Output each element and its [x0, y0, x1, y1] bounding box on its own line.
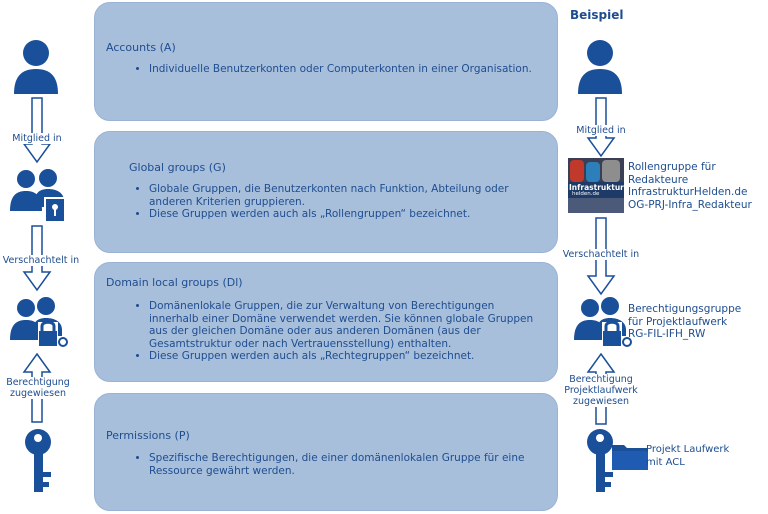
logo-text: helden.de: [572, 191, 600, 197]
panel-domain-local-groups: Domain local groups (Dl) Domänenlokale G…: [94, 262, 558, 382]
bullet-item: Domänenlokale Gruppen, die zur Verwaltun…: [149, 300, 543, 350]
label-permission: Berechtigung zugewiesen: [2, 377, 74, 399]
bullet-item: Spezifische Berechtigungen, die einer do…: [149, 452, 543, 477]
group-padlock-icon: [10, 297, 68, 347]
label-line: zugewiesen: [573, 396, 629, 407]
label-nested: Verschachtelt in: [0, 255, 82, 266]
bullet-list: Globale Gruppen, die Benutzerkonten nach…: [135, 183, 543, 221]
group-padlock-icon: [574, 297, 632, 347]
example-line: OG-PRJ-Infra_Redakteur: [628, 198, 752, 211]
bullet-item: Diese Gruppen werden auch als „Rollengru…: [149, 208, 543, 221]
label-nested: Verschachtelt in: [560, 249, 642, 260]
label-line: Berechtigung: [569, 374, 633, 385]
example-line: Projekt Laufwerk: [646, 444, 730, 455]
key-icon: [587, 429, 613, 492]
infrastrukturhelden-logo: Infrastruktur helden.de: [568, 158, 624, 213]
label-line: Berechtigung: [6, 377, 70, 388]
label-member: Mitglied in: [570, 125, 632, 136]
panel-title: Permissions (P): [106, 429, 190, 442]
panel-global-groups: Global groups (G) Globale Gruppen, die B…: [94, 131, 558, 253]
panel-title: Global groups (G): [129, 161, 226, 174]
example-line: für Projektlaufwerk: [628, 315, 728, 328]
bullet-list: Individuelle Benutzerkonten oder Compute…: [135, 63, 543, 76]
example-line: InfrastrukturHelden.de: [628, 186, 748, 198]
folder-icon: [612, 445, 648, 470]
bullet-item: Diese Gruppen werden auch als „Rechtegru…: [149, 350, 543, 363]
bullet-list: Domänenlokale Gruppen, die zur Verwaltun…: [135, 300, 543, 363]
example-line: Redakteure: [628, 173, 689, 186]
user-icon: [578, 40, 622, 94]
drive-example: Projekt Laufwerk mit ACL: [646, 444, 729, 469]
arrow-down-icon: [22, 97, 52, 164]
panel-accounts: Accounts (A) Individuelle Benutzerkonten…: [94, 2, 558, 121]
label-member: Mitglied in: [6, 133, 68, 144]
logo-text: Infrastruktur: [569, 183, 624, 192]
label-line: zugewiesen: [10, 388, 66, 399]
example-line: Rollengruppe für: [628, 161, 716, 173]
example-line: Berechtigungsgruppe: [628, 303, 742, 315]
bullet-item: Globale Gruppen, die Benutzerkonten nach…: [149, 183, 543, 208]
panel-title: Domain local groups (Dl): [106, 276, 243, 289]
bullet-list: Spezifische Berechtigungen, die einer do…: [135, 452, 543, 477]
label-permission-drive: Berechtigung Projektlaufwerk zugewiesen: [562, 374, 640, 407]
example-line: mit ACL: [646, 456, 685, 468]
example-line: RG-FIL-IFH_RW: [628, 328, 706, 340]
example-heading: Beispiel: [570, 8, 624, 22]
key-icon: [25, 429, 51, 492]
label-line: Projektlaufwerk: [564, 385, 638, 396]
user-icon: [14, 40, 58, 94]
permission-group-example: Berechtigungsgruppe für Projektlaufwerk …: [628, 303, 741, 341]
role-group-example: Rollengruppe für Redakteure Infrastruktu…: [628, 161, 752, 211]
bullet-item: Individuelle Benutzerkonten oder Compute…: [149, 63, 543, 76]
group-lock-icon: [10, 169, 66, 223]
panel-title: Accounts (A): [106, 41, 176, 54]
panel-permissions: Permissions (P) Spezifische Berechtigung…: [94, 393, 558, 511]
